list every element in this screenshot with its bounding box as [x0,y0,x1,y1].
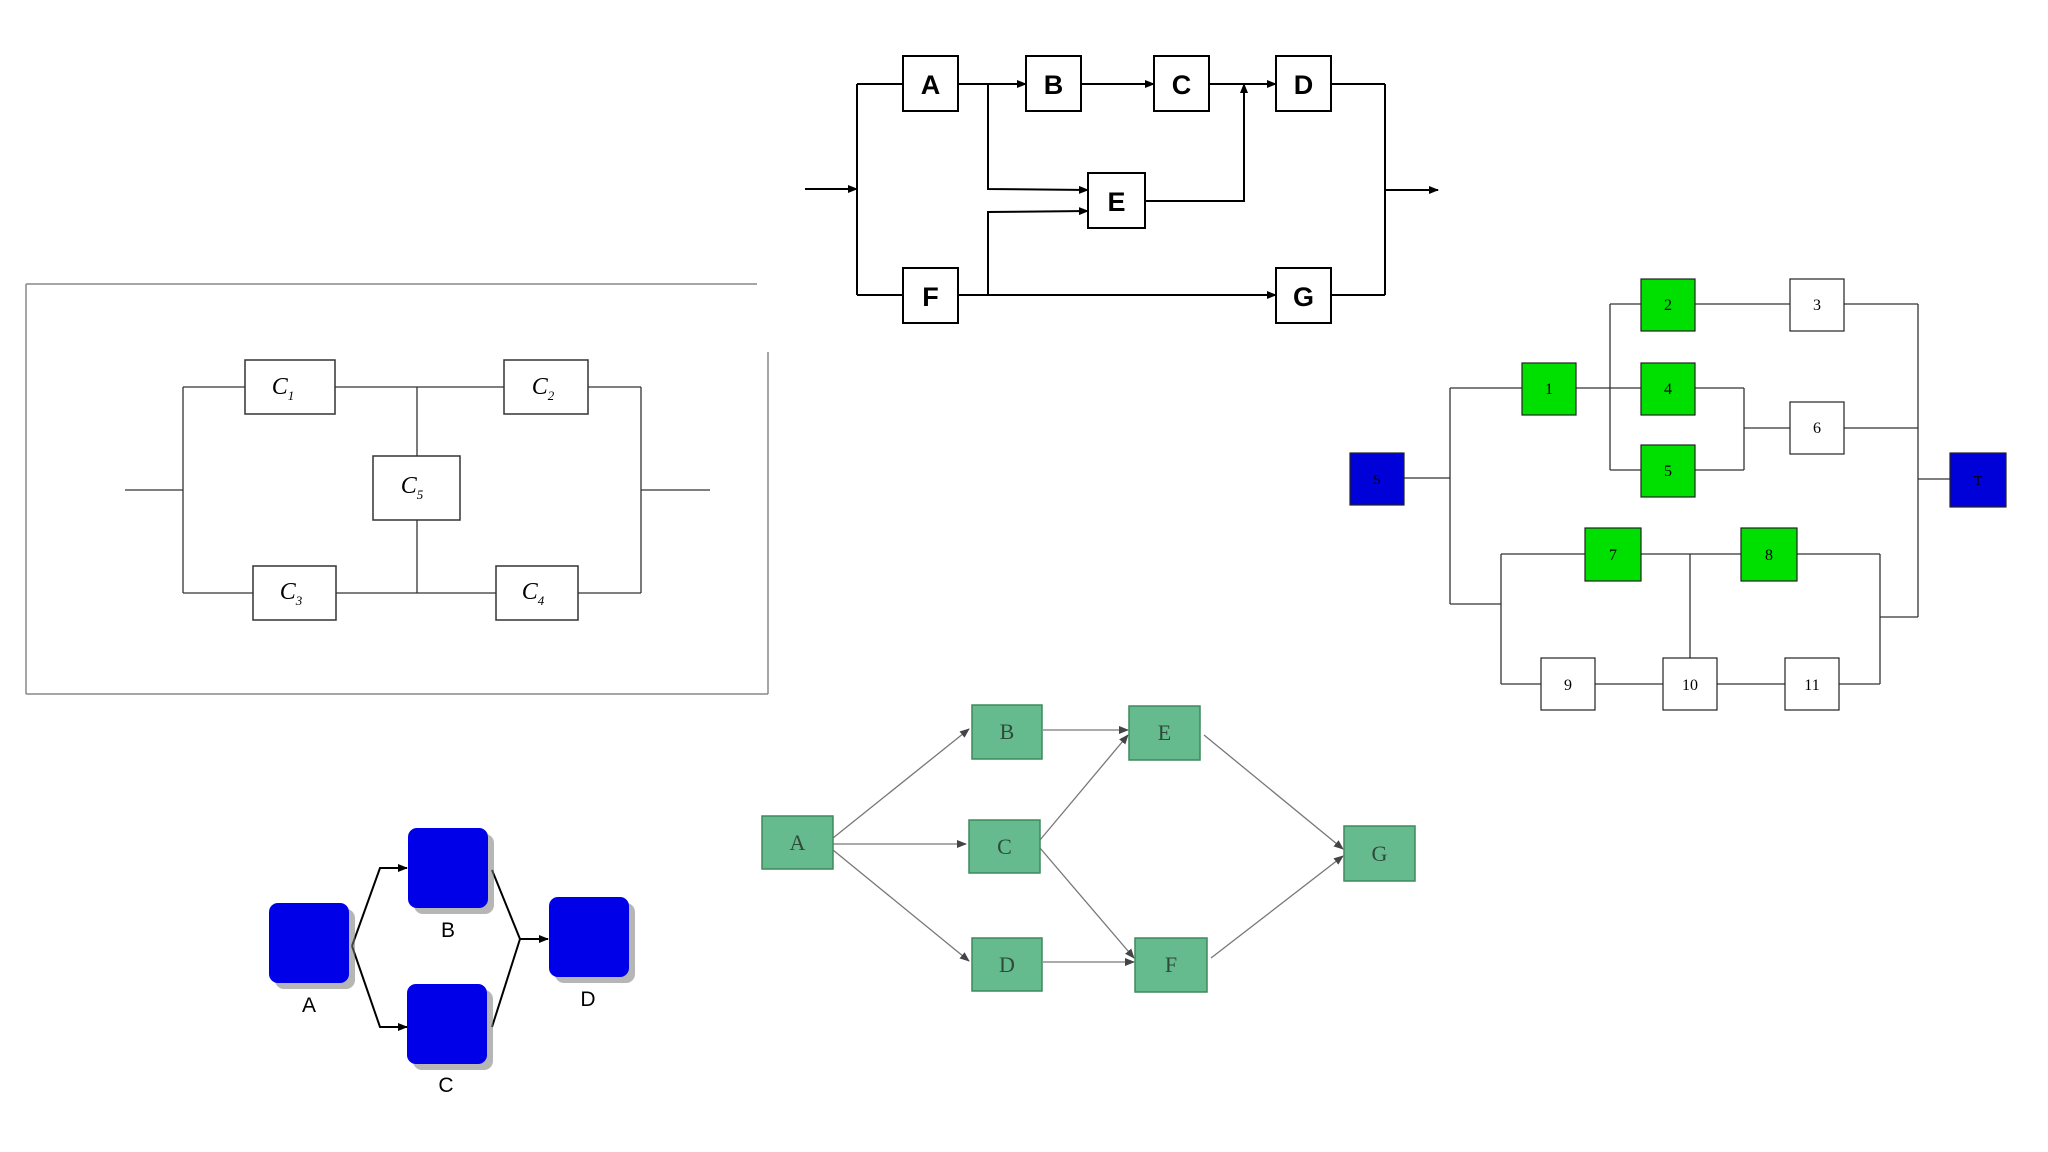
top-diagram-connectors [805,80,1439,299]
numbered-node-3-label: 3 [1813,297,1821,314]
numbered-node-5-label: 5 [1664,463,1672,480]
numbered-node-1-label: 1 [1545,381,1553,398]
numbered-node-10-label: 10 [1682,677,1698,694]
top-node-b-label: B [1044,70,1064,100]
numbered-connectors [1403,303,1950,685]
network-node-f: F [1134,937,1208,993]
network-node-c-label: C [997,834,1012,859]
bridge-node-c1-letter: C [272,374,289,400]
network-node-e: E [1128,705,1201,761]
numbered-node-4: 4 [1640,362,1696,416]
blue-node-b-label: B [441,919,455,942]
bridge-node-c2: C2 [503,359,589,415]
numbered-node-8-label: 8 [1765,547,1773,564]
blue-node-c-label: C [438,1074,453,1097]
top-node-d-label: D [1294,70,1314,100]
bridge-node-c3-letter: C [280,579,297,605]
top-node-a-label: A [921,70,941,100]
top-node-d: D [1275,55,1332,112]
top-node-b: B [1025,55,1082,112]
top-reliability-diagram: A B C D E F G [805,55,1439,324]
bridge-node-c2-letter: C [532,374,549,400]
blue-node-b: B [408,828,494,942]
numbered-node-11: 11 [1784,657,1840,711]
bridge-node-c3-subscript: 3 [295,593,303,608]
blue-node-a-label: A [302,994,316,1017]
svg-text:C2: C2 [532,374,555,403]
numbered-node-5: 5 [1640,444,1696,498]
top-node-c: C [1153,55,1210,112]
blue-node-c: C [407,984,493,1097]
numbered-node-2: 2 [1640,278,1696,332]
network-node-g: G [1343,825,1416,882]
numbered-node-7-label: 7 [1609,547,1617,564]
bridge-node-c3: C3 [252,565,337,621]
bridge-node-c2-subscript: 2 [548,388,555,403]
numbered-node-7: 7 [1584,527,1642,582]
bridge-node-c4-letter: C [522,579,539,605]
network-node-a-label: A [790,830,806,855]
top-node-f: F [902,267,959,324]
network-node-d-label: D [999,952,1015,977]
numbered-node-4-label: 4 [1664,381,1672,398]
top-node-f-label: F [922,282,939,312]
bridge-node-c5: C5 [372,455,461,521]
numbered-reliability-diagram: S 1 2 3 4 5 6 7 [1349,278,2007,711]
top-node-e: E [1087,172,1146,229]
network-node-f-label: F [1165,952,1177,977]
blue-node-d: D [549,897,635,1011]
svg-text:C3: C3 [280,579,303,608]
bridge-node-c5-letter: C [401,473,418,499]
green-network-diagram: A B C D E F G [761,704,1416,993]
bridge-node-c1: C1 [244,359,336,415]
network-node-e-label: E [1158,720,1171,745]
numbered-node-6: 6 [1789,401,1845,455]
bridge-reliability-diagram: C1 C2 C5 C3 C4 [25,283,769,695]
numbered-node-3: 3 [1789,278,1845,332]
network-node-b-label: B [1000,719,1015,744]
top-node-a: A [902,55,959,112]
bridge-node-c4: C4 [495,565,579,621]
numbered-node-2-label: 2 [1664,297,1672,314]
network-node-b: B [971,704,1043,760]
numbered-node-11-label: 11 [1804,677,1819,694]
bridge-node-c1-subscript: 1 [288,388,295,403]
svg-text:C4: C4 [522,579,545,608]
numbered-node-9: 9 [1540,657,1596,711]
svg-text:C5: C5 [401,473,424,502]
bridge-frame [25,283,769,695]
bridge-connectors [125,386,710,594]
blue-node-a: A [269,903,355,1017]
network-connectors [832,726,1344,966]
blue-node-d-label: D [580,988,595,1011]
bridge-node-c4-subscript: 4 [538,593,545,608]
numbered-node-1: 1 [1521,362,1577,416]
network-node-a: A [761,815,834,870]
numbered-node-t: T [1949,452,2007,508]
top-node-c-label: C [1172,70,1192,100]
top-node-e-label: E [1107,187,1125,217]
numbered-node-s-label: S [1373,473,1381,488]
top-node-g-label: G [1293,282,1314,312]
numbered-node-6-label: 6 [1813,420,1821,437]
top-node-g: G [1275,267,1332,324]
numbered-node-9-label: 9 [1564,677,1572,694]
network-node-c: C [968,819,1041,874]
blue-connectors [351,864,549,1031]
svg-text:C1: C1 [272,374,295,403]
numbered-node-10: 10 [1662,657,1718,711]
numbered-node-s: S [1349,452,1405,506]
network-node-g-label: G [1372,841,1388,866]
numbered-node-8: 8 [1740,527,1798,582]
network-node-d: D [971,937,1043,992]
bridge-node-c5-subscript: 5 [417,487,424,502]
blue-node-diagram: A B C D [269,828,635,1097]
numbered-node-t-label: T [1974,474,1983,489]
